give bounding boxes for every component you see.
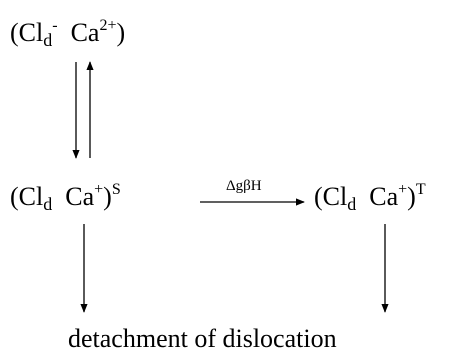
ca-symbol: Ca	[70, 18, 100, 47]
ca-symbol: Ca	[65, 182, 95, 211]
singlet-state-superscript: S	[111, 181, 121, 198]
ca-superscript: +	[94, 181, 104, 198]
triplet-state-superscript: T	[415, 181, 426, 198]
close-paren: )	[407, 182, 416, 211]
open-paren-cl: (Cl	[314, 182, 348, 211]
result-label: detachment of dislocation	[68, 324, 337, 353]
top-species: (Cld- Ca2+)	[10, 17, 126, 50]
singlet-species: (Cld Ca+)S	[10, 181, 121, 214]
open-paren-cl: (Cl	[10, 182, 44, 211]
ca-superscript: +	[398, 181, 408, 198]
cl-superscript: -	[52, 17, 58, 34]
close-paren: )	[116, 18, 126, 47]
open-paren-cl: (Cl	[10, 18, 44, 47]
transition-label: ΔgβH	[226, 178, 262, 194]
close-paren: )	[103, 182, 112, 211]
cl-subscript: d	[347, 194, 357, 214]
cl-subscript: d	[43, 30, 53, 50]
ca-superscript: 2+	[99, 17, 117, 34]
triplet-species: (Cld Ca+)T	[314, 181, 426, 214]
ca-symbol: Ca	[369, 182, 399, 211]
cl-subscript: d	[43, 194, 53, 214]
